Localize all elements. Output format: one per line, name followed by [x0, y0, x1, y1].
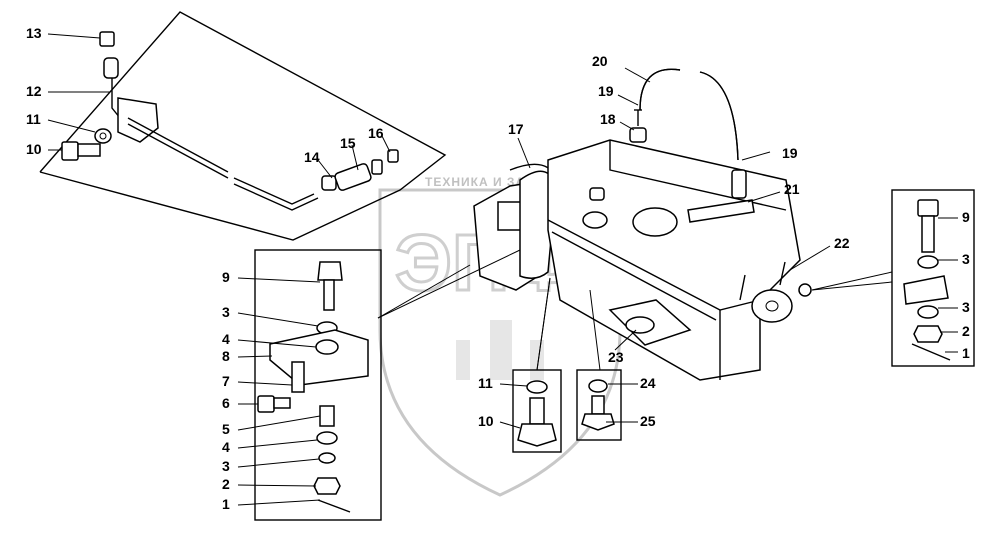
callout-12: 12: [26, 83, 42, 99]
callout-23: 23: [608, 349, 624, 365]
leader-lines: [377, 249, 893, 371]
callout-mid-11: 11: [478, 375, 493, 391]
fuel-line-assembly-panel: [39, 11, 447, 241]
callout-15: 15: [340, 135, 356, 151]
callout-left-9: 9: [222, 269, 230, 285]
right-bolt-panel: [576, 369, 622, 441]
callout-labels: 13 12 11 10 14 15 16 17 18 19 19 20 21 2…: [26, 25, 970, 512]
callout-left-7: 7: [222, 373, 230, 389]
center-bolt-panel: [512, 369, 562, 453]
callout-20: 20: [592, 53, 608, 69]
callout-right-3a: 3: [962, 251, 970, 267]
callout-19-right: 19: [782, 145, 798, 161]
callout-left-4a: 4: [222, 331, 230, 347]
callout-left-3a: 3: [222, 304, 230, 320]
left-mounting-panel: [254, 249, 382, 521]
callout-16: 16: [368, 125, 384, 141]
callout-right-2: 2: [962, 323, 970, 339]
callout-left-5: 5: [222, 421, 230, 437]
callout-11: 11: [26, 111, 41, 127]
callout-mid-24: 24: [640, 375, 656, 391]
callout-19-left: 19: [598, 83, 614, 99]
callout-mid-25: 25: [640, 413, 656, 429]
callout-left-1: 1: [222, 496, 230, 512]
callout-right-9: 9: [962, 209, 970, 225]
callout-17: 17: [508, 121, 524, 137]
tank-body: [547, 139, 801, 381]
callout-10: 10: [26, 141, 42, 157]
fuel-tank: [473, 68, 812, 381]
callout-left-3b: 3: [222, 458, 230, 474]
callout-left-8: 8: [222, 348, 230, 364]
callout-21: 21: [784, 181, 800, 197]
callout-left-6: 6: [222, 395, 230, 411]
callout-14: 14: [304, 149, 320, 165]
callout-18: 18: [600, 111, 616, 127]
callout-22: 22: [834, 235, 850, 251]
callout-right-1: 1: [962, 345, 970, 361]
callout-left-4b: 4: [222, 439, 230, 455]
callout-left-2: 2: [222, 476, 230, 492]
callout-13: 13: [26, 25, 42, 41]
callout-right-3b: 3: [962, 299, 970, 315]
right-mounting-panel: [891, 189, 975, 367]
callout-mid-10: 10: [478, 413, 494, 429]
callout-leaders: [47, 33, 958, 506]
